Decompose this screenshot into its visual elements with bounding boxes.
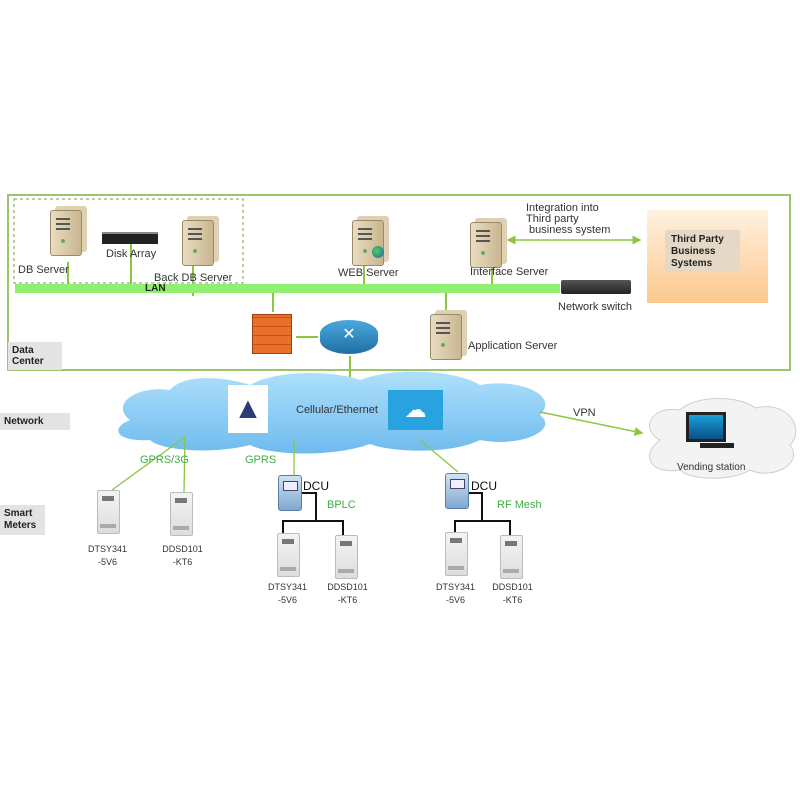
network-switch-label: Network switch	[558, 301, 632, 313]
meter-ddsd101-icon	[170, 492, 193, 536]
meter-ddsd101-label: DDSD101 -KT6	[327, 582, 368, 605]
network-switch-icon	[561, 280, 631, 294]
third-party-systems-box: Third Party Business Systems	[647, 210, 768, 303]
web-server-label: WEB Server	[338, 267, 399, 279]
globe-icon	[372, 246, 384, 258]
application-server-label: Application Server	[468, 340, 558, 352]
dcu-bplc-icon	[278, 475, 302, 511]
integration-line-2: Third party	[526, 213, 579, 225]
dcu-rf-label: DCU	[471, 479, 497, 493]
lan-bus	[15, 284, 560, 293]
vpn-label: VPN	[573, 407, 596, 419]
rf-mesh-label: RF Mesh	[497, 499, 542, 511]
db-server-icon	[50, 210, 82, 256]
application-server-icon	[430, 314, 462, 360]
gprs3g-label: GPRS/3G	[140, 454, 189, 466]
web-server-icon	[352, 220, 384, 266]
integration-line-1: Integration into	[526, 202, 599, 214]
db-server-label: DB Server	[18, 264, 69, 276]
meter-ddsd101-label: DDSD101 -KT6	[492, 582, 533, 605]
lan-label: LAN	[145, 283, 166, 294]
meter-ddsd101-label: DDSD101 -KT6	[162, 544, 203, 567]
interface-server-label: Interface Server	[470, 266, 549, 278]
disk-array-icon	[102, 232, 158, 244]
gprs-label: GPRS	[245, 454, 277, 466]
computer-monitor-icon	[686, 412, 726, 442]
cloud-network-icon: ☁	[388, 390, 443, 430]
cell-tower-icon: ▲	[228, 385, 268, 433]
meter-dtsy341-icon	[97, 490, 120, 534]
meter-dtsy341-icon	[445, 532, 468, 576]
data-center-label: Data Center	[8, 342, 62, 370]
network-label: Network	[0, 413, 70, 430]
meter-dtsy341-label: DTSY341 -5V6	[87, 544, 128, 567]
meter-dtsy341-label: DTSY341 -5V6	[267, 582, 308, 605]
back-db-server-label: Back DB Server	[154, 272, 233, 284]
disk-array-label: Disk Array	[106, 248, 157, 260]
router-icon: ✕	[320, 320, 378, 354]
keyboard-icon	[700, 443, 734, 448]
vending-station-label: Vending station	[677, 462, 746, 473]
interface-server-icon	[470, 222, 502, 268]
integration-line-3: business system	[526, 224, 611, 236]
meter-dtsy341-icon	[277, 533, 300, 577]
third-party-label: Third Party Business Systems	[665, 230, 740, 272]
data-center-box	[7, 194, 791, 371]
meter-ddsd101-icon	[335, 535, 358, 579]
smart-meters-label: Smart Meters	[0, 505, 45, 535]
dcu-rf-icon	[445, 473, 469, 509]
bplc-label: BPLC	[327, 499, 356, 511]
cloud-label: Cellular/Ethernet	[296, 404, 378, 416]
back-db-server-icon	[182, 220, 214, 266]
meter-dtsy341-label: DTSY341 -5V6	[435, 582, 476, 605]
meter-ddsd101-icon	[500, 535, 523, 579]
firewall-icon	[252, 314, 292, 354]
dcu-bplc-label: DCU	[303, 479, 329, 493]
db-cluster-dashed-box	[13, 198, 244, 284]
